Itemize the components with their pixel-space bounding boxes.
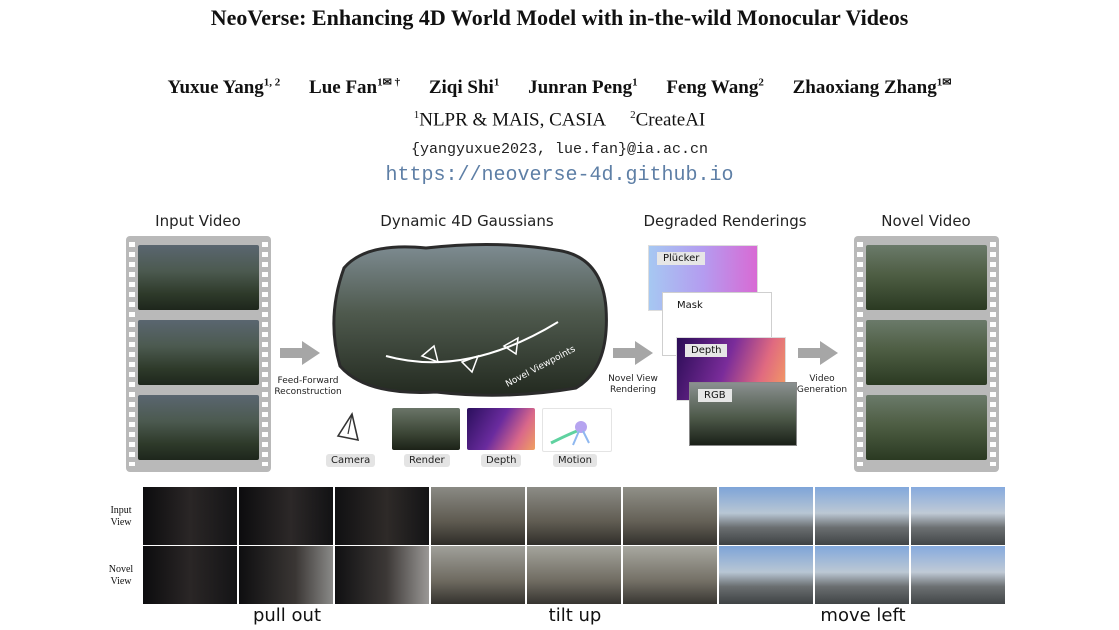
degraded-renderings-title: Degraded Renderings xyxy=(643,212,807,230)
depth-thumbnail xyxy=(467,408,535,450)
project-url-link[interactable]: https://neoverse-4d.github.io xyxy=(385,164,734,187)
arrow-right-icon xyxy=(280,341,324,365)
author: Feng Wang2 xyxy=(666,77,764,99)
example-frame xyxy=(527,487,621,545)
input-frame xyxy=(138,320,259,385)
input-frame xyxy=(138,395,259,460)
example-frame xyxy=(143,487,237,545)
author-list: Yuxue Yang1, 2 Lue Fan1✉ † Ziqi Shi1 Jun… xyxy=(0,76,1119,99)
author: Zhaoxiang Zhang1✉ xyxy=(792,77,952,99)
author: Yuxue Yang1, 2 xyxy=(167,77,281,99)
arrow-right-icon xyxy=(798,341,842,365)
dynamic-4d-gaussians-render: Novel Viewpoints xyxy=(326,238,610,398)
example-frame xyxy=(143,546,237,604)
film-perforations xyxy=(990,242,996,466)
author-emails: {yangyuxue2023, lue.fan}@ia.ac.cn xyxy=(410,141,709,158)
novel-frame xyxy=(866,245,987,310)
component-label: Camera xyxy=(326,454,376,467)
film-perforations xyxy=(262,242,268,466)
example-frame xyxy=(431,546,525,604)
film-perforations xyxy=(129,242,135,466)
component-label: Motion xyxy=(553,454,597,467)
dynamic-4d-title: Dynamic 4D Gaussians xyxy=(380,212,554,230)
film-perforations xyxy=(857,242,863,466)
author: Junran Peng1 xyxy=(528,77,638,99)
author: Lue Fan1✉ † xyxy=(309,77,401,99)
arrow-right-icon xyxy=(613,341,657,365)
example-frame xyxy=(335,546,429,604)
novel-frame xyxy=(866,320,987,385)
camera-frustum-icon xyxy=(420,344,440,364)
component-label: Depth xyxy=(481,454,522,467)
example-frame xyxy=(815,487,909,545)
paper-title: NeoVerse: Enhancing 4D World Model with … xyxy=(210,5,909,30)
example-frame xyxy=(719,546,813,604)
example-frame xyxy=(911,487,1005,545)
input-video-filmstrip xyxy=(126,236,271,472)
camera-icon xyxy=(334,410,362,444)
camera-frustum-icon xyxy=(460,354,480,374)
caption-tilt-up: tilt up xyxy=(548,605,602,626)
novel-video-title: Novel Video xyxy=(881,212,971,230)
input-video-title: Input Video xyxy=(155,212,241,230)
novel-video-filmstrip xyxy=(854,236,999,472)
author: Ziqi Shi1 xyxy=(428,77,500,99)
example-frame xyxy=(623,546,717,604)
example-frame xyxy=(335,487,429,545)
example-frame xyxy=(431,487,525,545)
caption-move-left: move left xyxy=(820,605,906,626)
motion-thumbnail xyxy=(542,408,612,452)
novel-frame xyxy=(866,395,987,460)
component-label: Render xyxy=(404,454,450,467)
example-frame xyxy=(527,546,621,604)
example-frame xyxy=(911,546,1005,604)
rgb-card: RGB xyxy=(689,382,797,446)
render-thumbnail xyxy=(392,408,460,450)
example-frame xyxy=(623,487,717,545)
input-frame xyxy=(138,245,259,310)
example-frame xyxy=(719,487,813,545)
caption-pull-out: pull out xyxy=(252,605,322,626)
example-frame xyxy=(239,546,333,604)
camera-frustum-icon xyxy=(502,336,519,356)
example-frame xyxy=(815,546,909,604)
example-frame xyxy=(239,487,333,545)
